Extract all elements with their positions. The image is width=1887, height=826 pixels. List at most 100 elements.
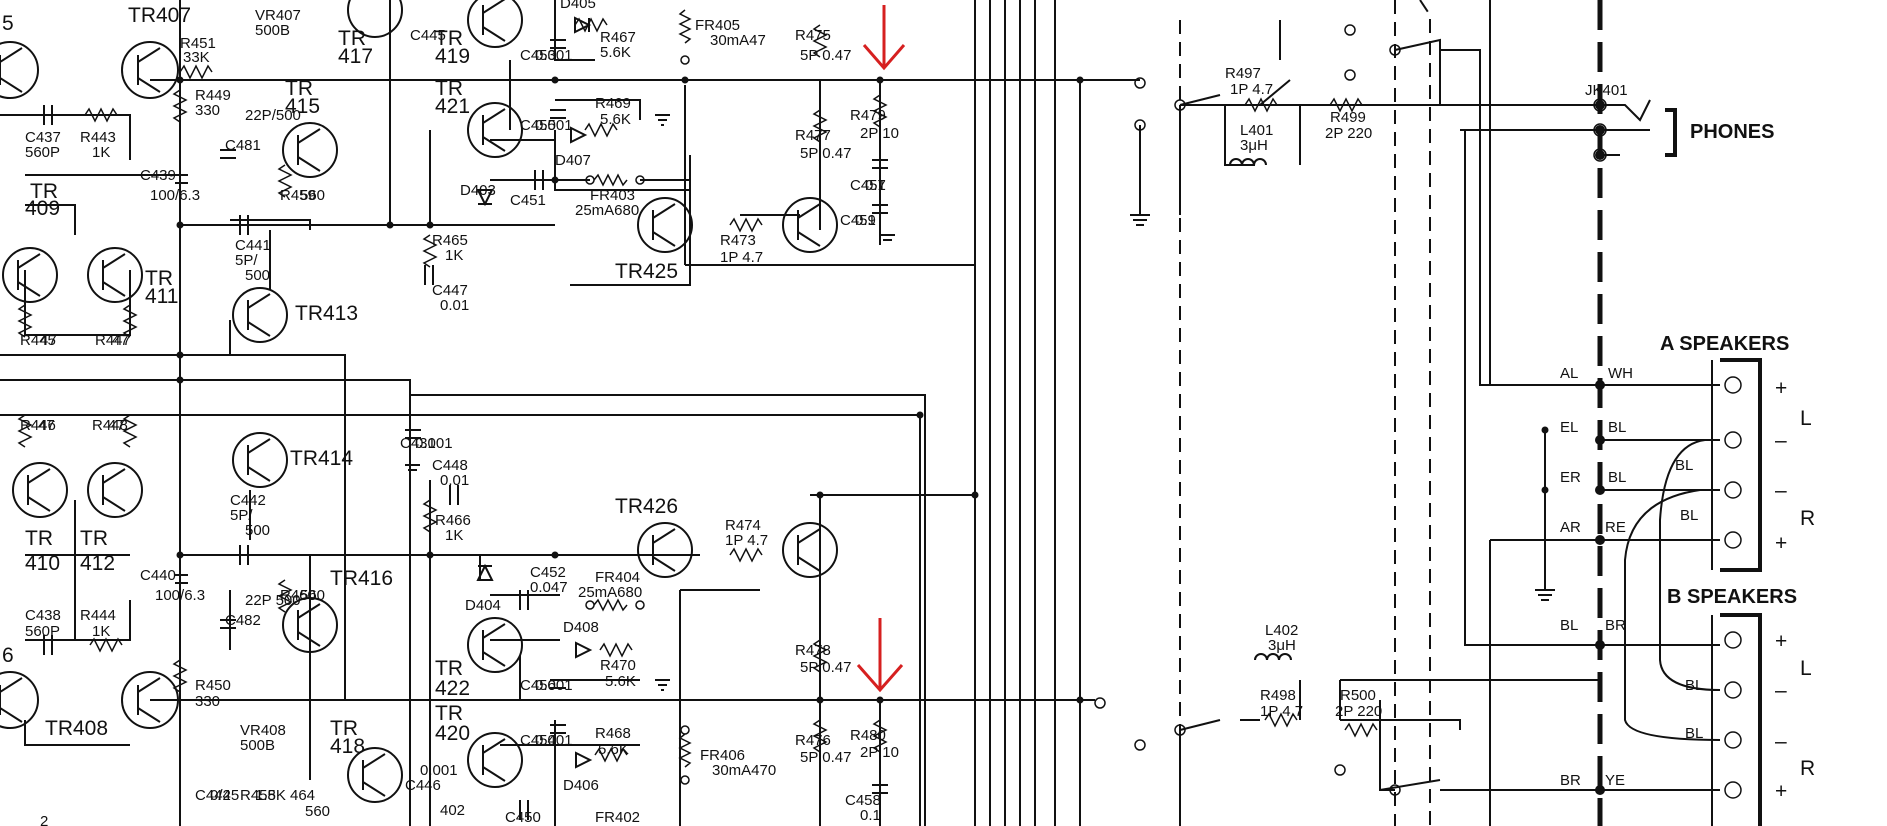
red-arrow-top [862, 5, 906, 71]
label-c458: C458 [845, 792, 881, 809]
svg-text:BR: BR [1605, 617, 1626, 634]
label-d405: D405 [560, 0, 596, 12]
svg-text:418: 418 [330, 735, 365, 758]
svg-text:5P/: 5P/ [230, 507, 253, 524]
label-r460: R460 [280, 587, 316, 604]
label-r465: R465 [432, 232, 468, 249]
label-jk401: JK401 [1585, 82, 1628, 99]
label-c482: C482 [225, 612, 261, 629]
fusible-fr406 [678, 733, 692, 768]
label-tr419: TR [435, 27, 463, 50]
resistor-r498 [1264, 712, 1298, 728]
svg-text:3μH: 3μH [1268, 637, 1296, 654]
label-c453: C453 [520, 47, 556, 64]
transistor-symbols [0, 0, 838, 803]
transistor-tr419 [467, 0, 523, 48]
svg-text:+: + [1775, 630, 1787, 653]
switch-contacts [1134, 24, 1401, 796]
diode-symbols [476, 16, 593, 769]
transistor-tr405 [0, 41, 39, 99]
resistor-r447 [122, 304, 138, 338]
svg-text:+: + [1775, 780, 1787, 803]
svg-text:5P 0.47: 5P 0.47 [800, 145, 851, 162]
resistor-symbols [17, 17, 1378, 763]
label-vr408: VR408 [240, 722, 286, 739]
capacitor-c454 [550, 724, 566, 734]
label-fr404: FR404 [595, 569, 640, 586]
label-r444: R444 [80, 607, 116, 624]
transistor-tr428 [782, 522, 838, 578]
svg-text:0.001: 0.001 [535, 732, 573, 749]
svg-text:BL: BL [1680, 507, 1698, 524]
svg-text:330: 330 [195, 102, 220, 119]
label-r469: R469 [595, 95, 631, 112]
terminal-top-output [1134, 77, 1146, 89]
svg-text:25mA680: 25mA680 [575, 202, 639, 219]
svg-text:BL: BL [1675, 457, 1693, 474]
svg-text:2P 220: 2P 220 [1335, 703, 1382, 720]
transistor-tr425 [637, 197, 693, 253]
svg-text:5P 0.47: 5P 0.47 [800, 47, 851, 64]
svg-text:5.6K: 5.6K [600, 44, 631, 61]
svg-text:410: 410 [25, 552, 60, 575]
capacitor-symbols [43, 39, 888, 820]
svg-text:–: – [1775, 429, 1787, 452]
label-r458: R458 [240, 787, 276, 804]
label-r498: R498 [1260, 687, 1296, 704]
resistor-r475 [812, 24, 828, 58]
svg-text:+: + [1775, 532, 1787, 555]
resistor-r448 [122, 414, 138, 448]
label-c442: C442 [230, 492, 266, 509]
svg-text:560P: 560P [25, 144, 60, 161]
label-fr405: FR405 [695, 17, 740, 34]
diode-d403 [476, 189, 494, 207]
svg-text:0.001: 0.001 [535, 47, 573, 64]
inductor-l401 [1229, 158, 1267, 166]
transistor-tr421 [467, 102, 523, 158]
svg-text:0.1: 0.1 [865, 177, 886, 194]
a-right-plus-terminal [1724, 531, 1742, 549]
svg-text:5P 0.47: 5P 0.47 [800, 749, 851, 766]
transistor-tr427 [782, 197, 838, 253]
resistor-r473 [729, 217, 763, 233]
label-tr409: TR [30, 180, 58, 203]
terminal-bottom-output [1094, 697, 1106, 709]
label-tr414: TR414 [290, 447, 353, 470]
label-c448: C448 [432, 457, 468, 474]
svg-text:0.01: 0.01 [440, 297, 469, 314]
transistor-tr417 [347, 0, 403, 38]
svg-text:0.047: 0.047 [530, 579, 568, 596]
resistor-r478 [812, 639, 828, 673]
label-r473: R473 [720, 232, 756, 249]
label-r480: R480 [850, 727, 886, 744]
svg-text:47: 47 [40, 332, 57, 349]
b-right-minus-terminal [1724, 731, 1742, 749]
svg-text:0.01: 0.01 [440, 472, 469, 489]
capacitor-c438 [43, 635, 53, 655]
transistor-tr415 [282, 122, 338, 178]
resistor-r480 [872, 719, 888, 753]
svg-text:0.001: 0.001 [420, 762, 458, 779]
label-r499: R499 [1330, 109, 1366, 126]
label-r478: R478 [795, 642, 831, 659]
transistor-tr406 [0, 671, 39, 729]
b-right-plus-terminal [1724, 781, 1742, 799]
svg-text:47: 47 [108, 417, 125, 434]
svg-text:EL: EL [1560, 419, 1578, 436]
label-tr425: TR425 [615, 260, 678, 283]
inductor-l402 [1254, 653, 1292, 661]
svg-text:411: 411 [145, 285, 178, 308]
capacitor-c482 [220, 619, 236, 629]
svg-text:560: 560 [305, 803, 330, 820]
label-r477: R477 [795, 127, 831, 144]
label-tr422: TR [435, 657, 463, 680]
label-tr411: TR [145, 267, 173, 290]
svg-text:1K: 1K [445, 527, 463, 544]
label-d408: D408 [563, 619, 599, 636]
capacitor-c456 [550, 679, 566, 689]
fusible-fr405 [678, 9, 692, 44]
resistor-r479 [872, 94, 888, 128]
svg-text:BL: BL [1685, 677, 1703, 694]
svg-text:–: – [1775, 730, 1787, 753]
